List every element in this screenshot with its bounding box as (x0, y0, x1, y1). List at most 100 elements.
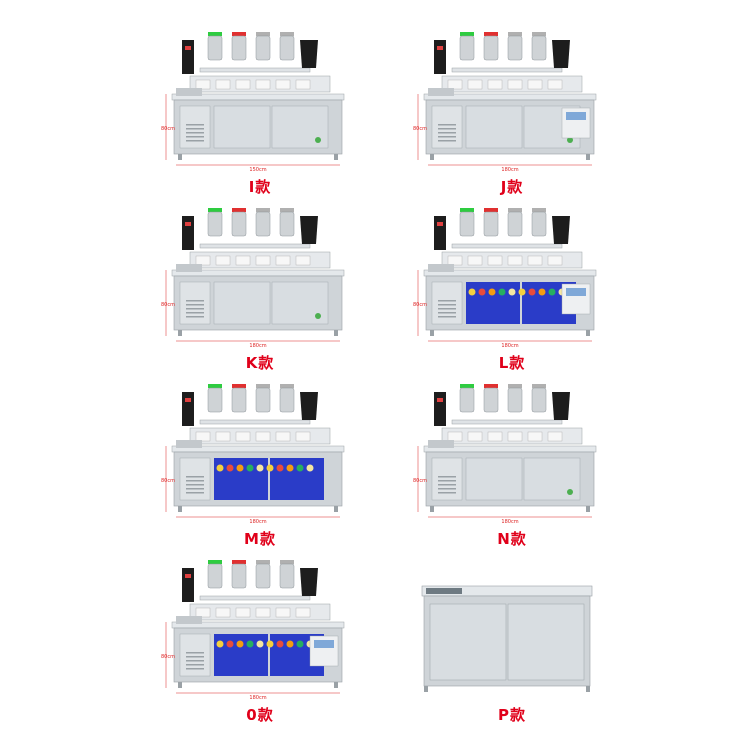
fruit-display (508, 288, 516, 296)
topping-container (235, 255, 251, 266)
canister-lid (532, 32, 546, 36)
boiler-display (185, 46, 191, 50)
topping-container (447, 431, 463, 442)
leg (430, 154, 434, 160)
topping-container (215, 79, 231, 90)
leg (334, 330, 338, 336)
tea-canister (279, 35, 295, 61)
upper-shelf (451, 419, 563, 425)
station-drawing (165, 384, 345, 518)
fruit-display (528, 288, 536, 296)
ice-shaver (552, 392, 570, 420)
tea-canister (507, 387, 523, 413)
canister-lid (484, 32, 498, 36)
topping-container (275, 607, 291, 618)
tea-canister (207, 563, 223, 589)
compressor-panel (431, 105, 463, 149)
water-boiler (434, 216, 446, 250)
water-boiler (182, 40, 194, 74)
canister-lid (208, 560, 222, 564)
fruit-display (256, 640, 264, 648)
canister-lid (484, 208, 498, 212)
sink-basin (176, 616, 202, 624)
station-drawing (165, 208, 345, 342)
vent-slot (438, 312, 456, 314)
fruit-display (518, 288, 526, 296)
tea-canister (255, 387, 271, 413)
topping-container (487, 79, 503, 90)
width-dimension-label: 180cm (249, 519, 266, 525)
topping-container (487, 255, 503, 266)
fridge-door-left (465, 105, 523, 149)
vent-slot (438, 308, 456, 310)
vent-slot (438, 316, 456, 318)
upper-shelf (199, 67, 311, 73)
glass-door-right (270, 458, 324, 500)
ice-shaver (552, 216, 570, 244)
ice-shaver (300, 40, 318, 68)
boiler-display (437, 46, 443, 50)
fruit-display (246, 464, 254, 472)
fruit-display (216, 464, 224, 472)
upper-shelf (199, 595, 311, 601)
upper-shelf (451, 67, 563, 73)
station-drawing (417, 384, 597, 518)
fruit-display (276, 640, 284, 648)
station-drawing (417, 32, 597, 166)
water-boiler (182, 568, 194, 602)
topping-container (295, 431, 311, 442)
sink-basin (428, 440, 454, 448)
topping-container (467, 255, 483, 266)
glass-door-left (214, 458, 268, 500)
canister-lid (460, 208, 474, 212)
height-dimension-label: 80cm (413, 478, 427, 484)
vent-slot (438, 300, 456, 302)
topping-container (295, 607, 311, 618)
fruit-display (236, 640, 244, 648)
model-label: I款 (248, 178, 272, 196)
compressor-panel (179, 457, 211, 501)
canister-lid (208, 384, 222, 388)
tea-canister (459, 35, 475, 61)
compressor-panel (431, 281, 463, 325)
topping-container (235, 607, 251, 618)
canister-lid (484, 384, 498, 388)
vent-slot (186, 484, 204, 486)
boiler-display (185, 222, 191, 226)
leg (586, 506, 590, 512)
vent-slot (186, 316, 204, 318)
tea-canister (255, 35, 271, 61)
water-boiler (434, 40, 446, 74)
fruit-display (306, 464, 314, 472)
brand-badge (315, 137, 321, 143)
vent-slot (186, 132, 204, 134)
topping-container (467, 431, 483, 442)
fruit-display (538, 288, 546, 296)
topping-container (507, 431, 523, 442)
vent-slot (186, 300, 204, 302)
width-dimension-label: 180cm (501, 343, 518, 349)
leg (178, 330, 182, 336)
canister-lid (280, 560, 294, 564)
fruit-display (276, 464, 284, 472)
topping-container (275, 431, 291, 442)
tea-canister (483, 387, 499, 413)
model-card-p: P款 (412, 556, 612, 728)
station-drawing (165, 32, 345, 166)
vent-slot (186, 124, 204, 126)
canister-lid (508, 32, 522, 36)
water-boiler (182, 216, 194, 250)
topping-container (235, 431, 251, 442)
canister-lid (508, 208, 522, 212)
leg (430, 330, 434, 336)
leg (424, 686, 428, 692)
fruit-display (216, 640, 224, 648)
topping-container (507, 79, 523, 90)
